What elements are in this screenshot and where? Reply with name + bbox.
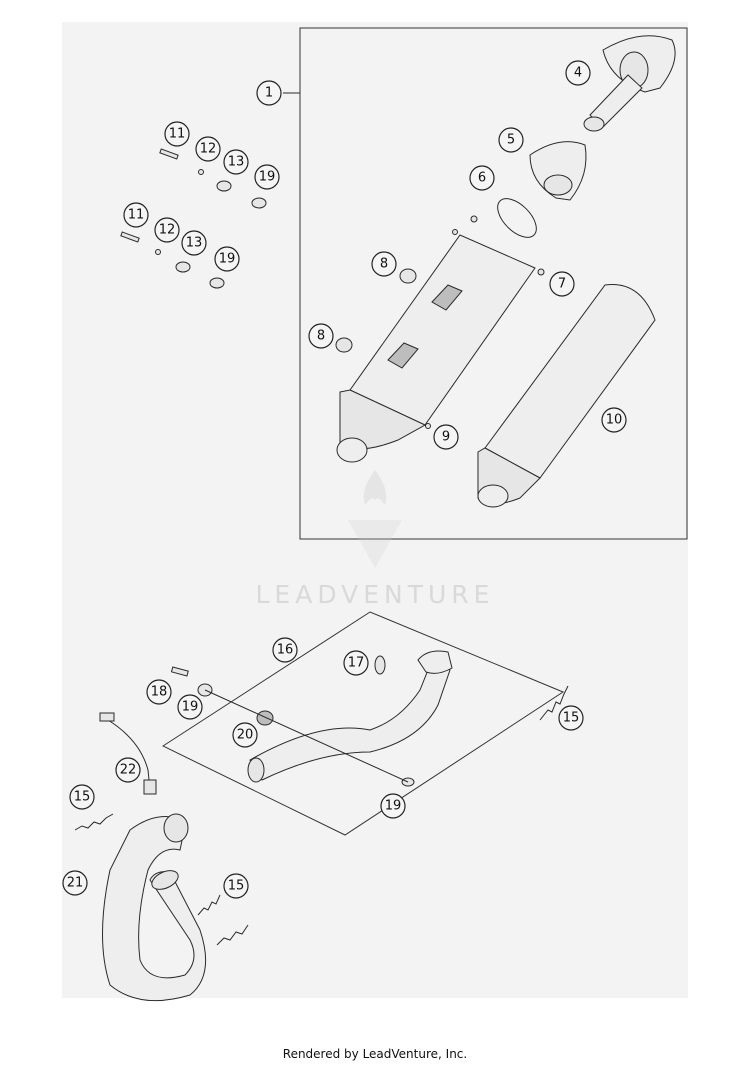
fastener-top[interactable] (470, 215, 478, 223)
screw-9[interactable] (425, 423, 431, 429)
svg-text:6: 6 (478, 171, 486, 186)
svg-text:18: 18 (151, 685, 168, 700)
oxygen-sensor-cable[interactable] (99, 712, 157, 795)
svg-text:16: 16 (277, 643, 294, 658)
callout-5[interactable]: 5 (498, 127, 524, 153)
grommet-20[interactable] (256, 710, 274, 726)
silencer-body[interactable] (336, 234, 536, 463)
spring-center-2[interactable] (216, 924, 249, 946)
grommet-lower[interactable] (335, 337, 353, 353)
svg-text:13: 13 (186, 236, 203, 251)
callout-19-manifold-left[interactable]: 19 (177, 694, 203, 720)
watermark-brand-text: LEADVENTURE (255, 580, 495, 609)
callout-17[interactable]: 17 (343, 650, 369, 676)
callout-11-upper[interactable]: 11 (164, 121, 190, 147)
svg-text:17: 17 (348, 656, 365, 671)
svg-text:19: 19 (385, 799, 402, 814)
silencer-assembly-box (299, 27, 688, 540)
svg-text:11: 11 (169, 127, 186, 142)
callout-12-lower[interactable]: 12 (154, 217, 180, 243)
leadventure-logo-mark (348, 470, 402, 568)
callout-13-lower[interactable]: 13 (181, 230, 207, 256)
callout-21[interactable]: 21 (62, 870, 88, 896)
svg-text:1: 1 (265, 86, 273, 101)
callout-10[interactable]: 10 (601, 407, 627, 433)
callout-1[interactable]: 1 (256, 80, 282, 106)
exhaust-manifold[interactable] (247, 650, 453, 783)
svg-text:13: 13 (228, 155, 245, 170)
svg-text:15: 15 (228, 879, 245, 894)
callout-8-upper[interactable]: 8 (371, 251, 397, 277)
svg-text:19: 19 (182, 700, 199, 715)
svg-text:20: 20 (237, 728, 254, 743)
callout-22[interactable]: 22 (115, 757, 141, 783)
callout-16[interactable]: 16 (272, 637, 298, 663)
callout-15-left[interactable]: 15 (69, 784, 95, 810)
callout-11-lower[interactable]: 11 (123, 202, 149, 228)
svg-text:19: 19 (219, 252, 236, 267)
callout-6[interactable]: 6 (469, 165, 495, 191)
svg-text:12: 12 (159, 223, 176, 238)
callout-19-upper[interactable]: 19 (254, 164, 280, 190)
callout-4[interactable]: 4 (565, 60, 591, 86)
screw-7[interactable] (537, 268, 545, 276)
callout-20[interactable]: 20 (232, 722, 258, 748)
callout-12-upper[interactable]: 12 (195, 136, 221, 162)
svg-text:11: 11 (128, 208, 145, 223)
footer-credit: Rendered by LeadVenture, Inc. (282, 1047, 468, 1061)
bolt-18[interactable] (170, 666, 189, 677)
fastener-top-2[interactable] (452, 229, 458, 235)
silencer-sleeve[interactable] (477, 283, 656, 508)
svg-text:21: 21 (67, 876, 84, 891)
spring-left[interactable] (74, 813, 114, 831)
svg-text:15: 15 (563, 711, 580, 726)
svg-text:8: 8 (317, 329, 325, 344)
mounting-axis (204, 689, 409, 783)
callout-13-upper[interactable]: 13 (223, 149, 249, 175)
svg-text:7: 7 (558, 277, 566, 292)
spring-center-1[interactable] (197, 894, 221, 916)
svg-text:15: 15 (74, 790, 91, 805)
callout-19-manifold-right[interactable]: 19 (380, 793, 406, 819)
manifold-assembly-box (161, 611, 565, 836)
hardware-set-lower[interactable] (120, 231, 225, 289)
svg-text:19: 19 (259, 170, 276, 185)
callout-18[interactable]: 18 (146, 679, 172, 705)
svg-text:10: 10 (606, 413, 623, 428)
svg-text:9: 9 (442, 430, 450, 445)
end-cap-with-tailpipe[interactable] (583, 35, 676, 132)
end-cap-cone[interactable] (529, 141, 587, 201)
svg-text:12: 12 (200, 142, 217, 157)
callout-15-right[interactable]: 15 (558, 705, 584, 731)
svg-text:22: 22 (120, 763, 137, 778)
o-ring[interactable] (491, 192, 543, 244)
grommet-upper[interactable] (399, 268, 417, 284)
svg-text:8: 8 (380, 257, 388, 272)
callout-8-lower[interactable]: 8 (308, 323, 334, 349)
header-pipe[interactable] (102, 813, 207, 1002)
svg-text:5: 5 (507, 133, 515, 148)
callout-7[interactable]: 7 (549, 271, 575, 297)
callout-9[interactable]: 9 (433, 424, 459, 450)
spring-right[interactable] (539, 685, 569, 721)
hardware-set-upper[interactable] (159, 148, 267, 209)
callout-15-center[interactable]: 15 (223, 873, 249, 899)
svg-text:4: 4 (574, 66, 582, 81)
bolt-17[interactable] (374, 655, 386, 675)
callout-19-lower[interactable]: 19 (214, 246, 240, 272)
